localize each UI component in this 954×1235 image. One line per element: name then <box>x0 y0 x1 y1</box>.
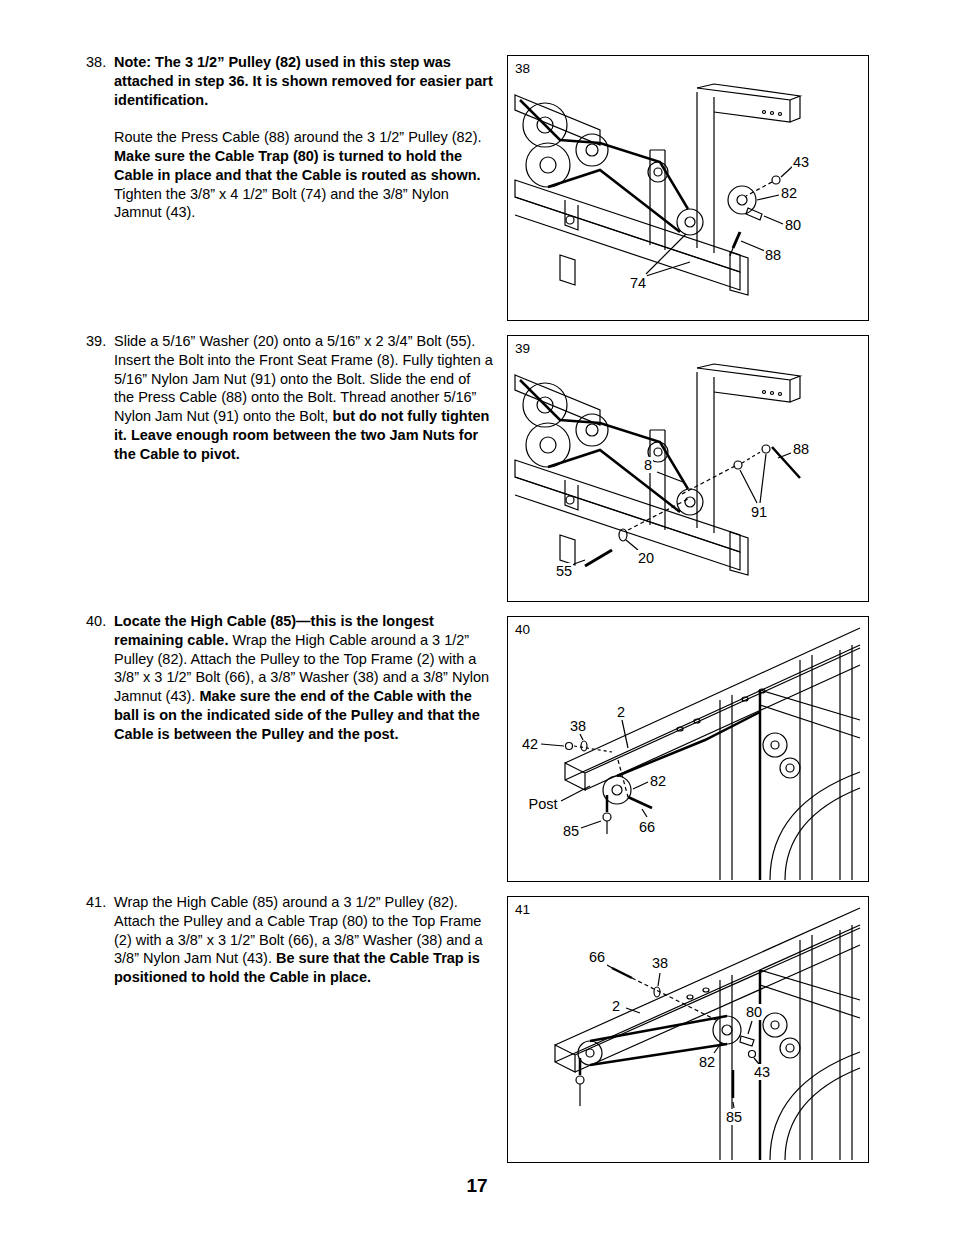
step-text: Note: The 3 1/2” Pulley (82) used in thi… <box>114 53 494 241</box>
callout-number: 85 <box>725 1109 743 1125</box>
callout-number: 8 <box>643 457 653 473</box>
instruction-text: Tighten the 3/8” x 4 1/2” Bolt (74) and … <box>114 186 449 221</box>
callout-number: 42 <box>521 736 539 752</box>
callout-number: 80 <box>745 1004 763 1020</box>
step-text: Locate the High Cable (85)—this is the l… <box>114 612 494 762</box>
callout-number: 82 <box>698 1054 716 1070</box>
figure-panel: 38 <box>507 55 869 321</box>
bold-instruction: Note: The 3 1/2” Pulley (82) used in thi… <box>114 54 493 108</box>
callout-number: 91 <box>750 504 768 520</box>
callout-number: 82 <box>649 773 667 789</box>
callout-number: 80 <box>784 217 802 233</box>
callout-number: 88 <box>764 247 782 263</box>
callout-number: 20 <box>637 550 655 566</box>
paragraph: Wrap the High Cable (85) around a 3 1/2”… <box>114 893 494 987</box>
figure-panel: 39 <box>507 335 869 602</box>
callout-number: 66 <box>638 819 656 835</box>
callout-number: 43 <box>792 154 810 170</box>
callout-number: 43 <box>753 1064 771 1080</box>
figure-panel: 40 <box>507 616 869 882</box>
panel-38-art <box>515 84 800 295</box>
panel-number: 40 <box>515 622 530 637</box>
callout-number: 74 <box>629 275 647 291</box>
callout-number: 2 <box>616 704 626 720</box>
callout-number: 2 <box>611 998 621 1014</box>
callout-number: 85 <box>562 823 580 839</box>
panel-39-art <box>515 364 800 575</box>
callout-number: Post <box>527 796 558 812</box>
page-number: 17 <box>466 1175 487 1197</box>
step-number: 38. <box>86 53 106 72</box>
panel-number: 39 <box>515 341 530 356</box>
paragraph: Locate the High Cable (85)—this is the l… <box>114 612 494 744</box>
callout-number: 38 <box>651 955 669 971</box>
callout-number: 38 <box>569 718 587 734</box>
panel-number: 41 <box>515 902 530 917</box>
panel-41-art <box>555 908 860 1160</box>
panel-40-art <box>541 628 860 880</box>
callout-number: 88 <box>792 441 810 457</box>
bold-instruction: Make sure the Cable Trap (80) is turned … <box>114 148 481 183</box>
step-number: 40. <box>86 612 106 631</box>
callout-number: 82 <box>780 185 798 201</box>
instruction-text: Route the Press Cable (88) around the 3 … <box>114 129 482 145</box>
figure-panel: 41 <box>507 896 869 1163</box>
callout-number: 55 <box>555 563 573 579</box>
step-text: Slide a 5/16” Washer (20) onto a 5/16” x… <box>114 332 494 482</box>
paragraph: Route the Press Cable (88) around the 3 … <box>114 128 494 222</box>
step-number: 41. <box>86 893 106 912</box>
step-text: Wrap the High Cable (85) around a 3 1/2”… <box>114 893 494 1006</box>
callout-number: 66 <box>588 949 606 965</box>
panel-number: 38 <box>515 61 530 76</box>
step-number: 39. <box>86 332 106 351</box>
paragraph: Note: The 3 1/2” Pulley (82) used in thi… <box>114 53 494 109</box>
paragraph: Slide a 5/16” Washer (20) onto a 5/16” x… <box>114 332 494 464</box>
